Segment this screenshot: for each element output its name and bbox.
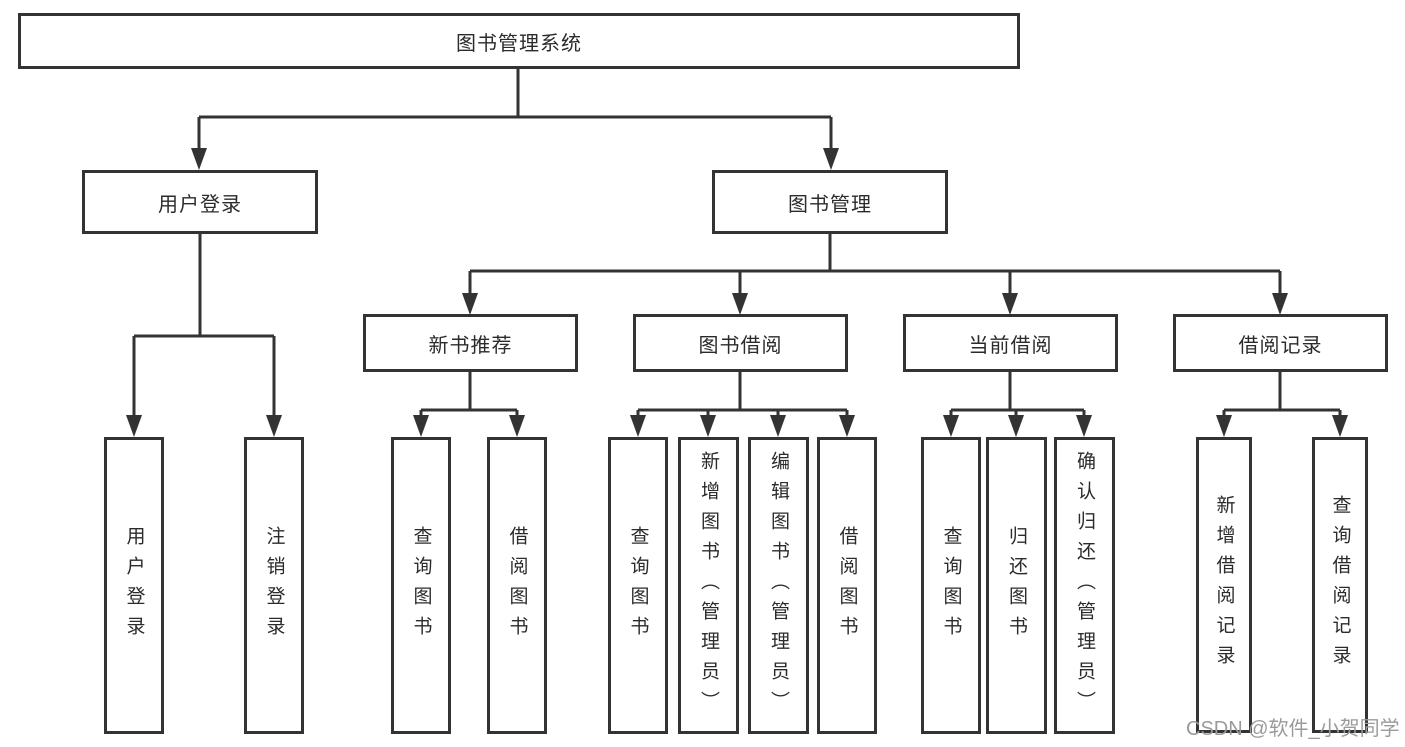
node-label: 查询图书 bbox=[410, 525, 432, 646]
arrowhead-icon bbox=[630, 415, 646, 437]
leaf-records-query-record: 查询借阅记录 bbox=[1312, 437, 1368, 733]
node-label: 新增图书（管理员） bbox=[698, 450, 719, 721]
node-book-borrowing: 图书借阅 bbox=[633, 314, 848, 372]
node-new-book-recommend: 新书推荐 bbox=[363, 314, 578, 372]
leaf-logout: 注销登录 bbox=[244, 437, 304, 734]
arrowhead-icon bbox=[1332, 415, 1348, 437]
arrowhead-icon bbox=[509, 415, 525, 437]
leaf-newbook-query-books: 查询图书 bbox=[391, 437, 451, 734]
arrowhead-icon bbox=[191, 148, 207, 170]
leaf-user-login: 用户登录 bbox=[104, 437, 164, 734]
node-current-borrowing: 当前借阅 bbox=[903, 314, 1118, 372]
leaf-borrowing-edit-books-admin: 编辑图书（管理员） bbox=[748, 437, 809, 734]
leaf-newbook-borrow-books: 借阅图书 bbox=[487, 437, 547, 734]
arrowhead-icon bbox=[413, 415, 429, 437]
leaf-borrowing-query-books: 查询图书 bbox=[608, 437, 668, 734]
connector-book-mgmt-children bbox=[468, 232, 1282, 295]
arrowhead-icon bbox=[839, 415, 855, 437]
connector-user-login-children bbox=[132, 232, 276, 417]
leaf-borrowing-borrow-books: 借阅图书 bbox=[817, 437, 877, 734]
node-label: 新增借阅记录 bbox=[1213, 495, 1235, 675]
node-label: 借阅图书 bbox=[836, 525, 858, 646]
arrowhead-icon bbox=[1076, 415, 1092, 437]
node-label: 查询图书 bbox=[627, 525, 649, 646]
arrowhead-icon bbox=[462, 293, 478, 315]
node-label: 查询图书 bbox=[940, 525, 962, 646]
arrowhead-icon bbox=[266, 415, 282, 437]
leaf-borrowing-add-books-admin: 新增图书（管理员） bbox=[678, 437, 739, 734]
node-label: 注销登录 bbox=[263, 525, 285, 646]
arrowhead-icon bbox=[943, 415, 959, 437]
arrowhead-icon bbox=[732, 293, 748, 315]
node-label: 图书管理系统 bbox=[456, 32, 582, 55]
arrowhead-icon bbox=[823, 148, 839, 170]
arrowhead-icon bbox=[126, 415, 142, 437]
node-root: 图书管理系统 bbox=[18, 13, 1020, 69]
arrowhead-icon bbox=[770, 415, 786, 437]
connector-book-borrow-children bbox=[636, 371, 849, 418]
connector-current-borrow-children bbox=[949, 371, 1086, 418]
connector-borrow-record-children bbox=[1222, 371, 1342, 418]
leaf-current-query-books: 查询图书 bbox=[921, 437, 981, 734]
leaf-current-confirm-return-admin: 确认归还（管理员） bbox=[1054, 437, 1115, 734]
arrowhead-icon bbox=[1216, 415, 1232, 437]
node-label: 图书借阅 bbox=[698, 334, 783, 357]
csdn-watermark: CSDN @软件_小贺同学 bbox=[1186, 718, 1400, 740]
node-label: 借阅记录 bbox=[1238, 334, 1323, 357]
node-user-login: 用户登录 bbox=[82, 170, 318, 234]
node-label: 图书管理 bbox=[788, 193, 872, 216]
node-borrowing-records: 借阅记录 bbox=[1173, 314, 1388, 372]
connector-new-book-children bbox=[419, 371, 519, 418]
node-label: 当前借阅 bbox=[968, 334, 1053, 357]
node-label: 编辑图书（管理员） bbox=[768, 450, 789, 721]
node-label: 查询借阅记录 bbox=[1329, 495, 1351, 675]
leaf-records-add-record: 新增借阅记录 bbox=[1196, 437, 1252, 733]
arrowhead-icon bbox=[1272, 293, 1288, 315]
node-label: 用户登录 bbox=[158, 193, 242, 216]
node-book-management: 图书管理 bbox=[712, 170, 948, 234]
node-label: 确认归还（管理员） bbox=[1074, 450, 1095, 721]
node-label: 用户登录 bbox=[123, 525, 145, 646]
node-label: 借阅图书 bbox=[506, 525, 528, 646]
node-label: 归还图书 bbox=[1006, 525, 1027, 646]
arrowhead-icon bbox=[700, 415, 716, 437]
node-label: 新书推荐 bbox=[428, 334, 513, 357]
arrowhead-icon bbox=[1008, 415, 1024, 437]
connector-root-to-level2 bbox=[197, 67, 833, 150]
leaf-current-return-books: 归还图书 bbox=[986, 437, 1047, 734]
arrowhead-icon bbox=[1002, 293, 1018, 315]
